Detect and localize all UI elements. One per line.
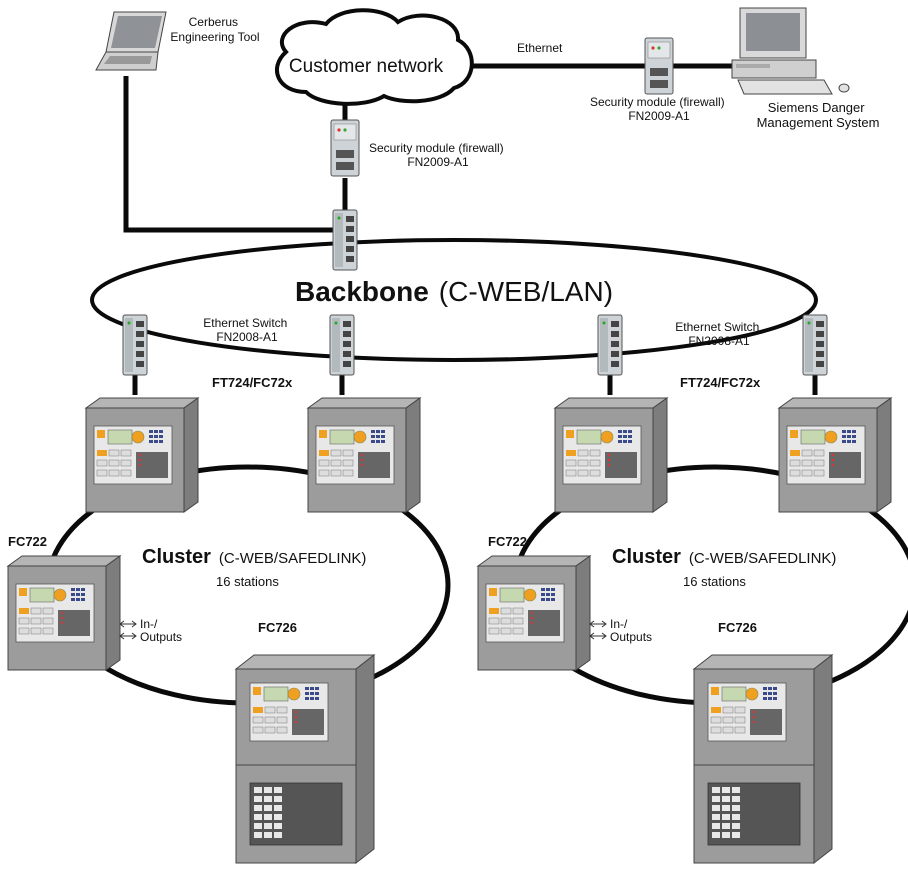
fc722-left-label: FC722 xyxy=(8,534,47,549)
io-right-label: In-/ Outputs xyxy=(610,617,652,644)
backbone-ring xyxy=(90,238,818,362)
backbone-label: Backbone (C-WEB/LAN) xyxy=(295,276,613,307)
ethernet-switch-3 xyxy=(597,314,623,376)
station-fc722-left xyxy=(8,556,120,670)
customer-network-cloud xyxy=(274,8,474,106)
switch-right-label: Ethernet Switch FN2008-A1 xyxy=(675,320,762,348)
firewall-module-mid xyxy=(330,119,360,177)
ft724-left-label: FT724/FC72x xyxy=(212,375,293,390)
switch-left-label: Ethernet Switch FN2008-A1 xyxy=(203,316,290,344)
ft724-right-label: FT724/FC72x xyxy=(680,375,761,390)
ethernet-switch-1 xyxy=(122,314,148,376)
cluster-left-label: Cluster (C-WEB/SAFEDLINK) xyxy=(142,546,366,568)
ethernet-switch-backbone xyxy=(332,209,358,271)
station-fc722-right xyxy=(478,556,590,670)
fc726-left-label: FC726 xyxy=(258,620,297,635)
dms-label: Siemens Danger Management System xyxy=(757,100,880,130)
station-fc726-right xyxy=(694,655,832,863)
laptop-icon xyxy=(95,11,167,71)
stations-left-label: 16 stations xyxy=(216,574,279,589)
ethernet-switch-4 xyxy=(802,314,828,376)
io-arrows-right-icon xyxy=(589,620,607,640)
stations-right-label: 16 stations xyxy=(683,574,746,589)
io-arrows-left-icon xyxy=(119,620,137,640)
station-ft724-left-2 xyxy=(308,398,420,512)
station-fc726-left xyxy=(236,655,374,863)
desktop-computer-icon xyxy=(731,7,850,95)
firewall-mid-label: Security module (firewall) FN2009-A1 xyxy=(369,141,507,169)
io-left-label: In-/ Outputs xyxy=(140,617,182,644)
station-ft724-right-1 xyxy=(555,398,667,512)
engineering-tool-label: Cerberus Engineering Tool xyxy=(170,15,259,44)
ethernet-label: Ethernet xyxy=(517,41,563,55)
fc722-right-label: FC722 xyxy=(488,534,527,549)
station-ft724-left-1 xyxy=(86,398,198,512)
fc726-right-label: FC726 xyxy=(718,620,757,635)
firewall-module-top xyxy=(644,37,674,95)
firewall-top-label: Security module (firewall) FN2009-A1 xyxy=(590,95,728,123)
station-ft724-right-2 xyxy=(779,398,891,512)
customer-network-label: Customer network xyxy=(289,56,444,77)
tool-link xyxy=(123,76,344,233)
cluster-right-label: Cluster (C-WEB/SAFEDLINK) xyxy=(612,546,836,568)
ethernet-switch-2 xyxy=(329,314,355,376)
